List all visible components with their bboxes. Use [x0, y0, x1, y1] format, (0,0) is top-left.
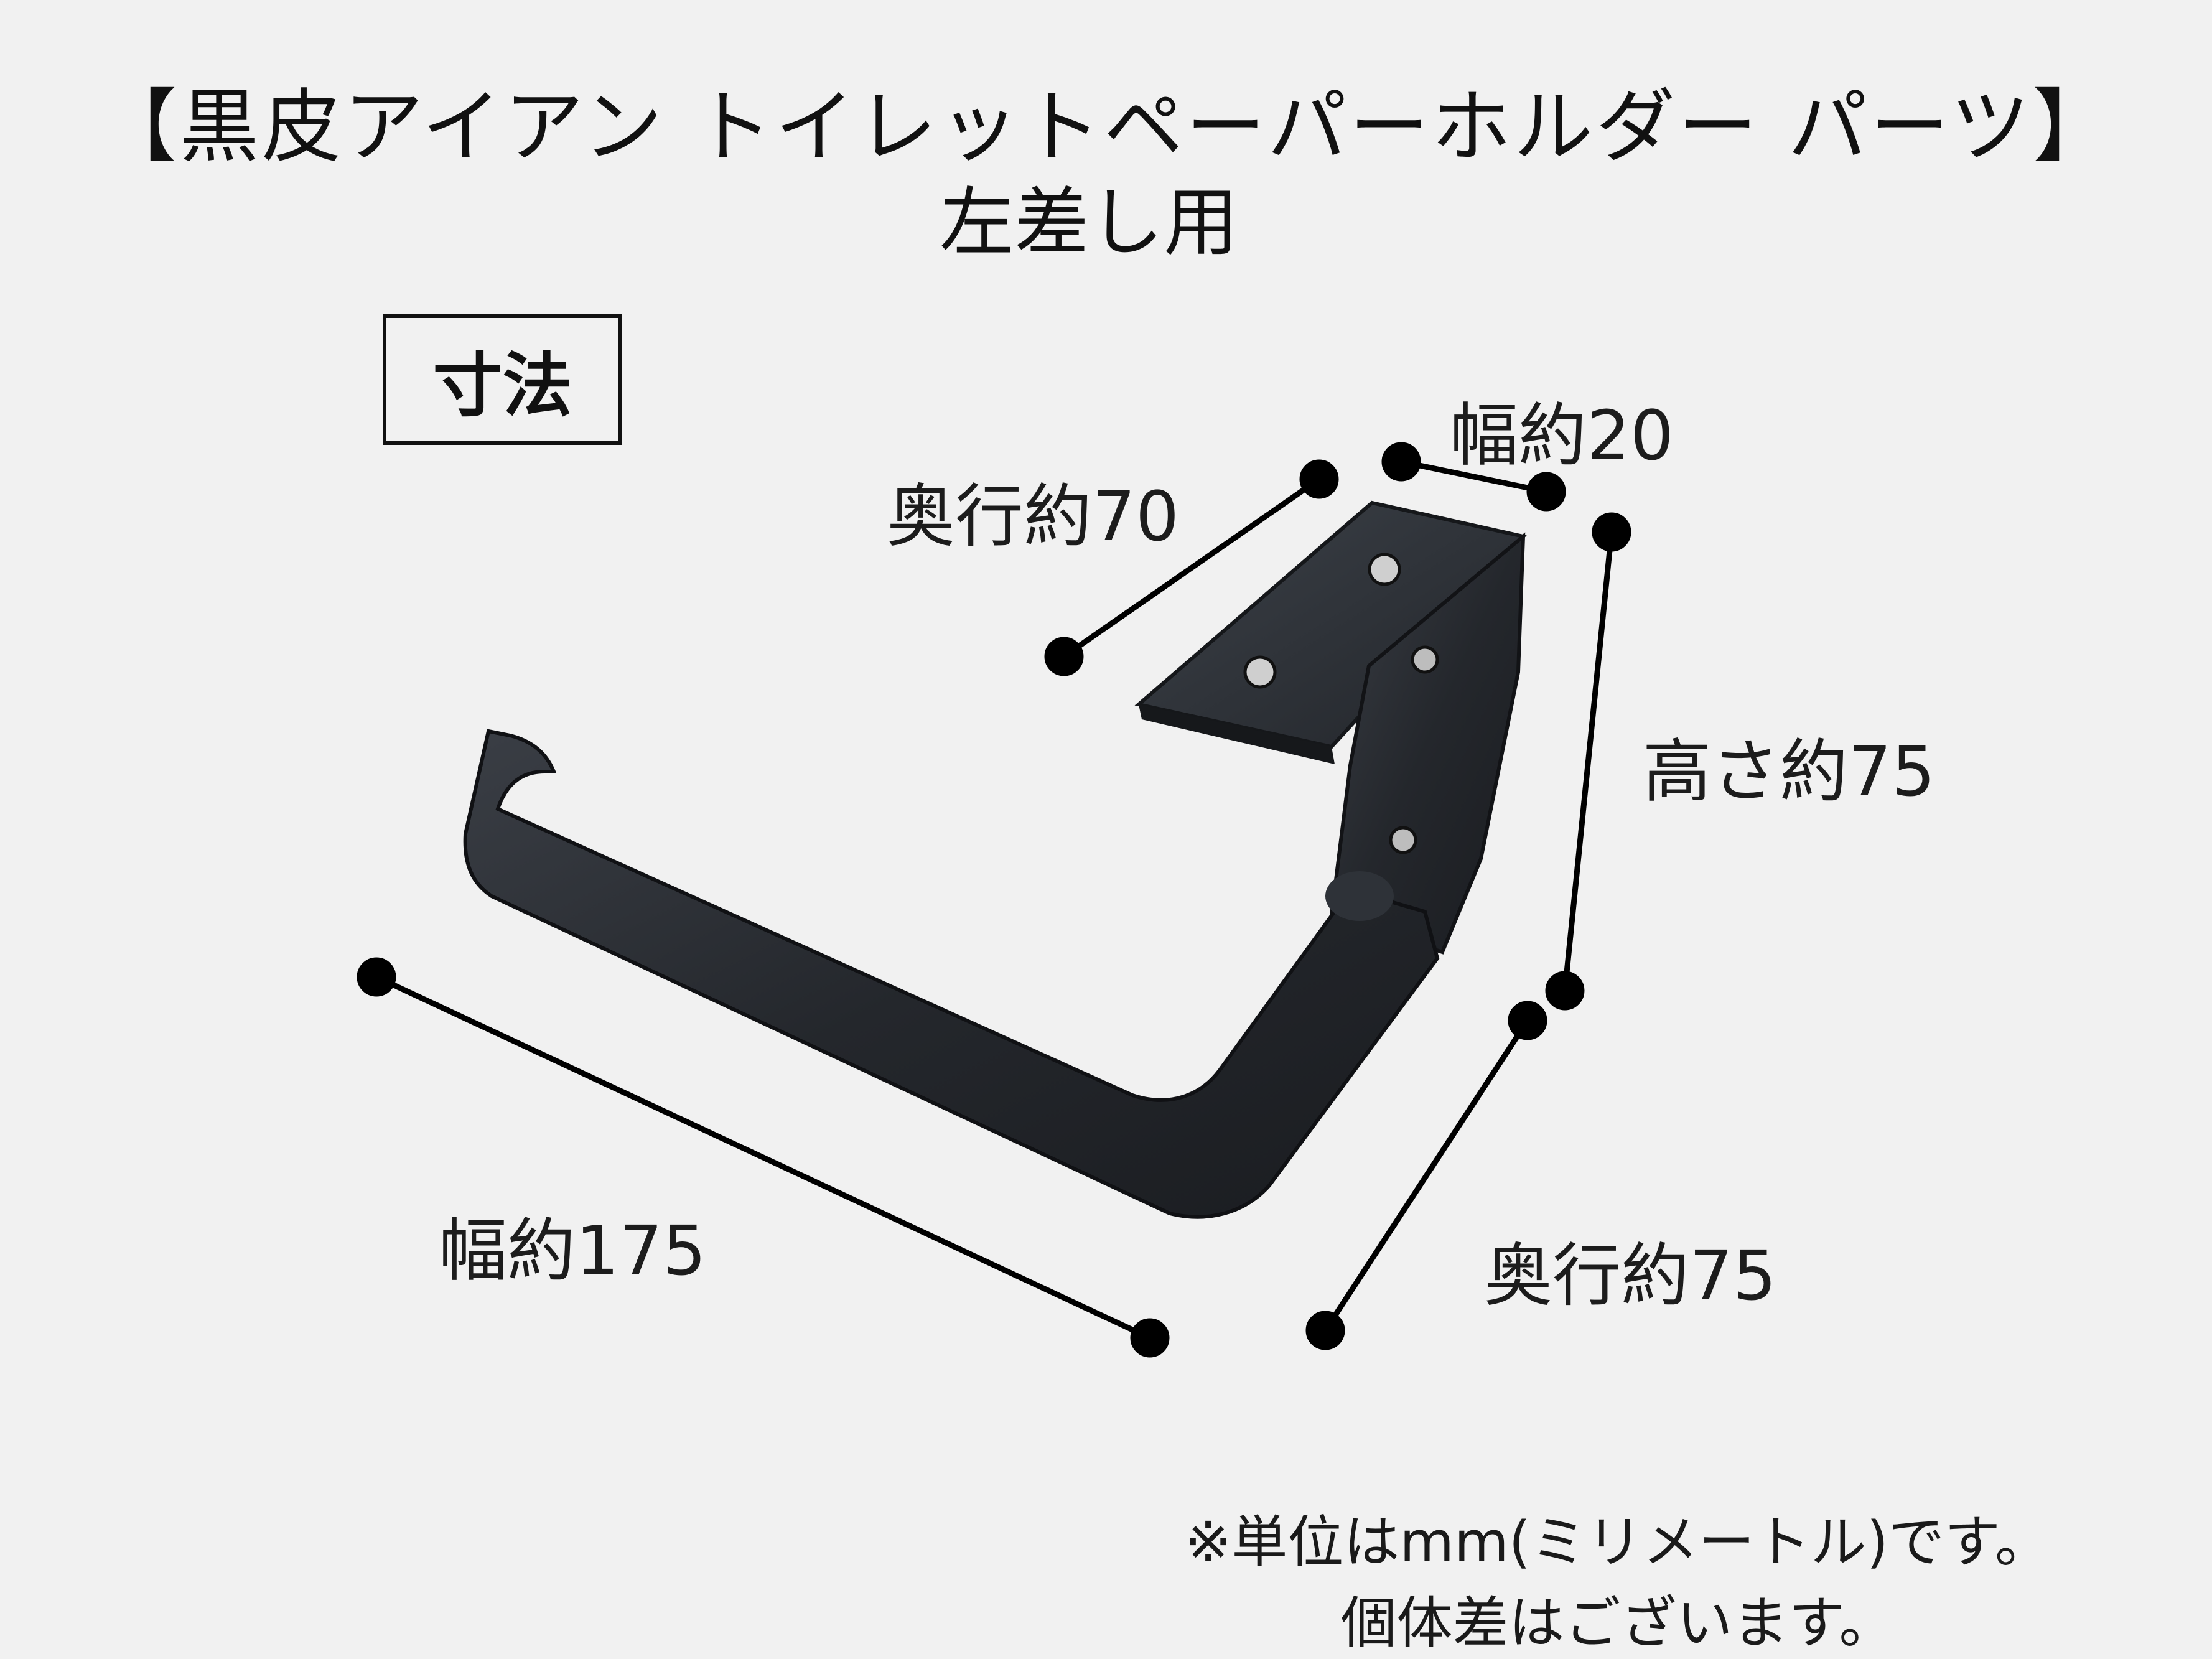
weld-joint — [1325, 871, 1394, 921]
dimension-top-depth: 奥行約70 — [887, 477, 1179, 556]
dim-line-height — [1545, 512, 1631, 1011]
top-plate-edge — [1139, 704, 1335, 764]
screw-hole-1 — [1368, 553, 1401, 586]
dim-line-top-width — [1381, 442, 1566, 512]
vertical-plate — [1329, 532, 1526, 955]
screw-hole-2 — [1243, 655, 1277, 689]
variance-note: 個体差はございます。 — [1340, 1591, 1895, 1656]
dimension-height: 高さ約75 — [1643, 732, 1935, 811]
title-line-2: 左差し用 — [940, 180, 1238, 266]
dimensions-label-box: 寸法 — [383, 314, 622, 445]
screw-hole-3 — [1411, 645, 1439, 674]
dim-line-bottom-depth — [1305, 1001, 1547, 1350]
dimension-top-width: 幅約20 — [1450, 396, 1674, 475]
dimension-lines — [357, 442, 1631, 1358]
iron-holder — [463, 500, 1527, 1219]
holder-arm — [463, 729, 1440, 1219]
dimension-width: 幅約175 — [439, 1211, 706, 1291]
dim-line-width — [357, 957, 1170, 1358]
dimensions-label: 寸法 — [432, 345, 572, 426]
title-line-1: 【黒皮アイアン トイレットペーパーホルダー パーツ】 — [97, 81, 2115, 174]
unit-note: ※単位はmm(ミリメートル)です。 — [1185, 1510, 2051, 1575]
dim-line-top-depth — [1044, 459, 1339, 676]
screw-hole-4 — [1389, 826, 1417, 854]
dimension-bottom-depth: 奥行約75 — [1484, 1236, 1776, 1316]
